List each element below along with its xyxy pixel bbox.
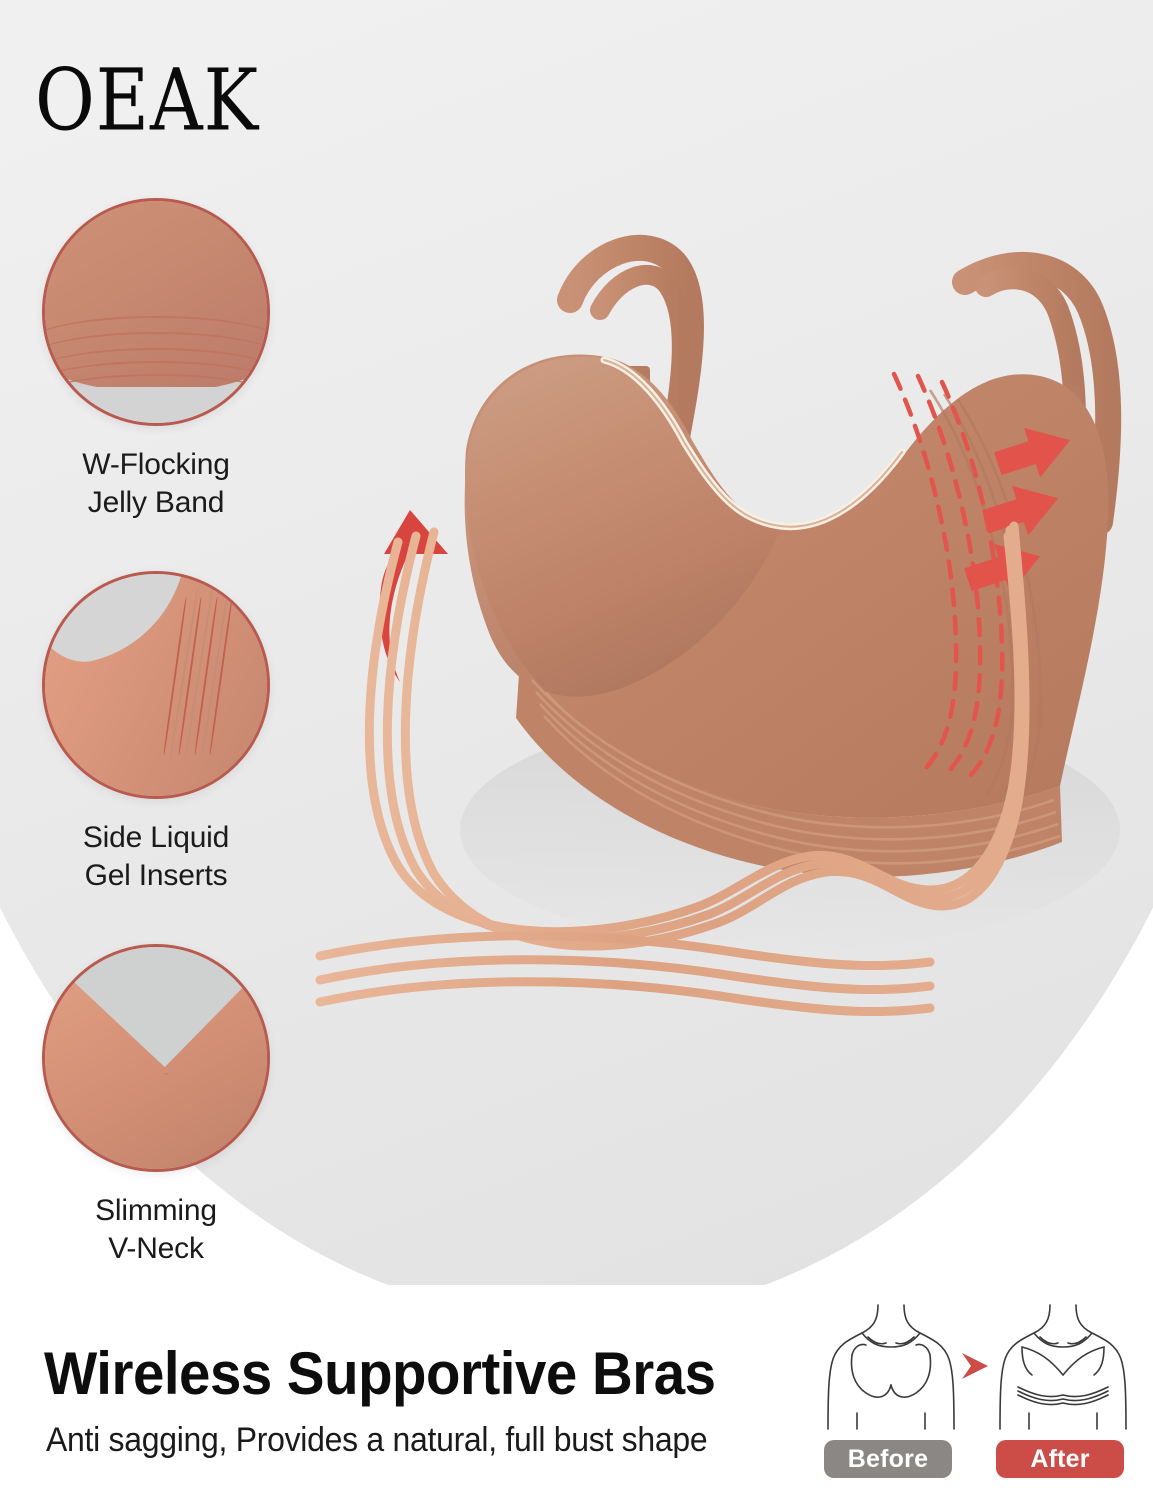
bra-cup-left bbox=[464, 356, 782, 697]
feature-gel-inserts-image bbox=[42, 570, 270, 799]
flocking-line bbox=[45, 316, 267, 344]
before-label-pill: Before bbox=[824, 1440, 952, 1478]
band-flocking-lines bbox=[531, 679, 1061, 865]
feature-label-line2: V-Neck bbox=[108, 1231, 204, 1265]
support-arrow bbox=[994, 427, 1071, 478]
flocking-line bbox=[45, 360, 267, 389]
feature-label-line2: Gel Inserts bbox=[84, 859, 228, 893]
feature-label-line1: Side Liquid bbox=[82, 820, 230, 854]
after-figure bbox=[988, 1303, 1138, 1431]
bottom-banner: Wireless Supportive Bras Anti sagging, P… bbox=[0, 1285, 1153, 1500]
after-label-pill: After bbox=[996, 1440, 1124, 1478]
feature-v-neck-label: Slimming V-Neck bbox=[38, 1192, 274, 1269]
transition-arrow-icon bbox=[958, 1349, 992, 1383]
flocking-line bbox=[45, 331, 267, 360]
feature-v-neck: Slimming V-Neck bbox=[38, 943, 274, 1269]
feature-list: W-Flocking Jelly Band Side Liquid Gel In… bbox=[38, 198, 274, 1316]
feature-jelly-band: W-Flocking Jelly Band bbox=[38, 198, 274, 523]
feature-gel-inserts: Side Liquid Gel Inserts bbox=[38, 570, 274, 896]
feature-label-line1: Slimming bbox=[95, 1193, 217, 1227]
gel-insert-stitching bbox=[891, 371, 1005, 783]
flocking-line bbox=[45, 374, 267, 402]
brand-logo: OEAK bbox=[35, 50, 260, 150]
feature-v-neck-image bbox=[42, 943, 270, 1172]
product-illustration bbox=[270, 190, 1150, 1050]
feature-label-line1: W-Flocking bbox=[82, 448, 230, 481]
before-after-comparison: Before After bbox=[812, 1303, 1142, 1478]
feature-jelly-band-label: W-Flocking Jelly Band bbox=[38, 446, 274, 523]
banner-headline: Wireless Supportive Bras bbox=[44, 1340, 716, 1407]
before-figure bbox=[816, 1303, 966, 1431]
strap-right bbox=[952, 251, 1122, 535]
bottom-band bbox=[516, 660, 1062, 878]
neckline-edge bbox=[603, 359, 903, 528]
flocking-line bbox=[45, 347, 267, 376]
jelly-band-strands bbox=[364, 521, 1030, 951]
feature-label-line2: Jelly Band bbox=[87, 486, 225, 520]
banner-subheadline: Anti sagging, Provides a natural, full b… bbox=[46, 1421, 708, 1459]
support-arrow bbox=[982, 485, 1059, 536]
strap-left-inner bbox=[590, 264, 692, 454]
feature-gel-inserts-label: Side Liquid Gel Inserts bbox=[38, 819, 274, 896]
loose-band-strands bbox=[315, 931, 935, 1017]
feature-jelly-band-image bbox=[42, 198, 270, 426]
